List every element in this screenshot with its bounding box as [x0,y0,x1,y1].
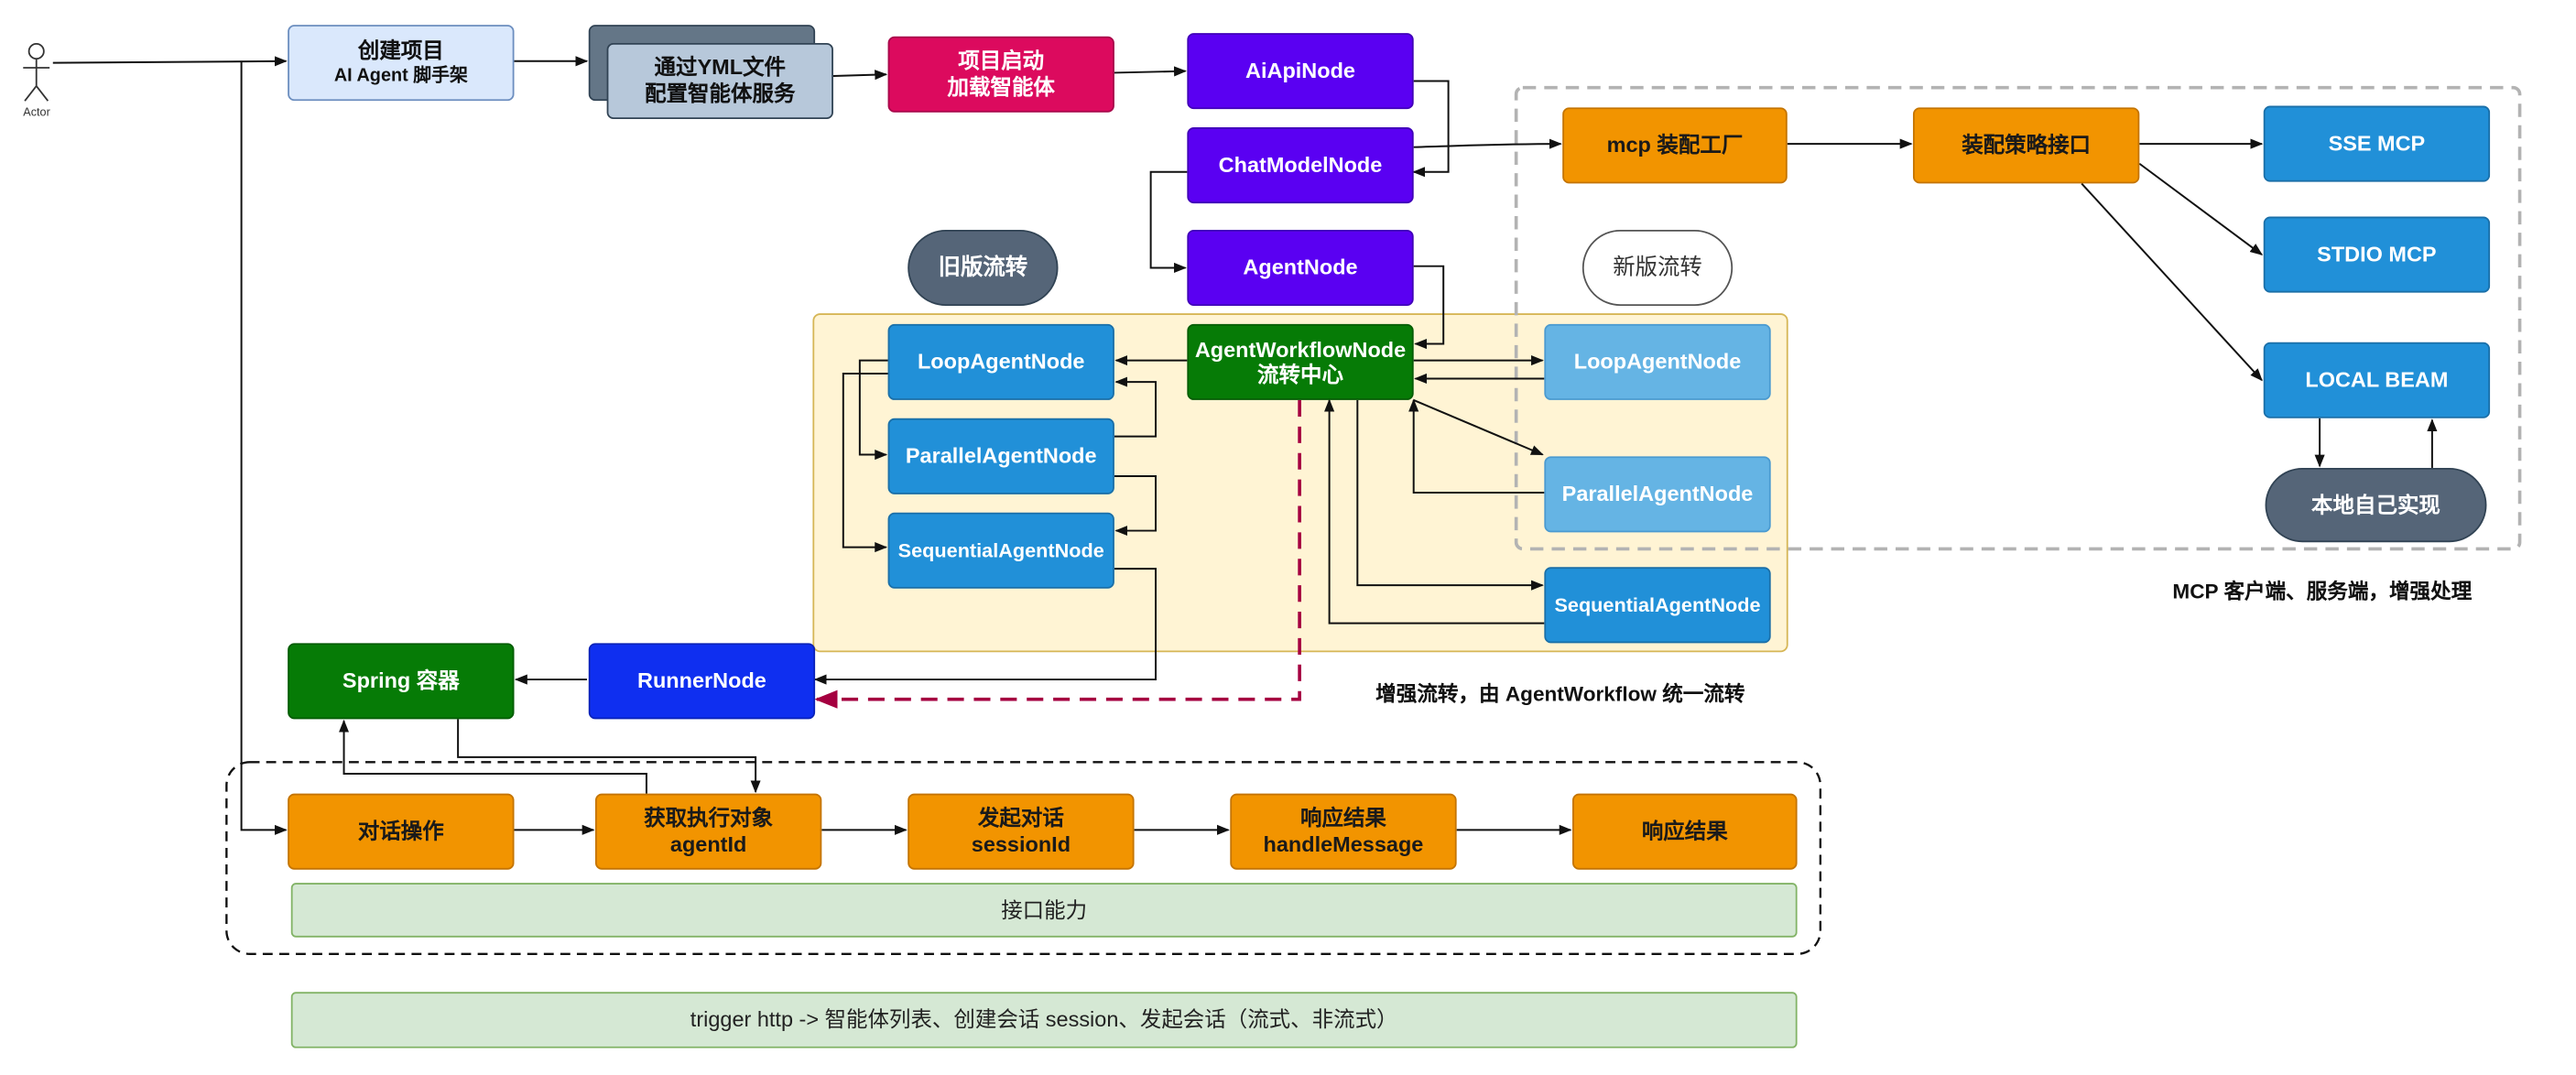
runner-label: RunnerNode [637,668,766,693]
yml-config-line1: 通过YML文件 [654,54,787,80]
arrow-chatmodel-factory [1413,138,1562,149]
old-sequential-label: SequentialAgentNode [897,538,1104,562]
new-sequential-label: SequentialAgentNode [1554,593,1761,617]
interface-region [225,761,1822,955]
strategy-label: 装配策略接口 [1962,132,2092,157]
chat-model-node: ChatModelNode [1187,127,1414,204]
new-loop-label: LoopAgentNode [1573,348,1742,375]
strategy-interface-node: 装配策略接口 [1912,107,2140,184]
stdio-label: STDIO MCP [2317,241,2437,266]
local-beam-node: LOCAL BEAM [2263,342,2491,418]
arrow-strategy-stdio [2138,162,2264,255]
old-parallel-agent-node: ParallelAgentNode [887,418,1114,494]
response-label: 响应结果 [1641,818,1728,843]
arrow-workflow-newsequential [1356,399,1544,591]
old-parallel-label: ParallelAgentNode [905,442,1097,468]
startup-line1: 项目启动 [958,48,1045,73]
self-impl-label: 本地自己实现 [2311,492,2440,517]
trigger-label: trigger http -> 智能体列表、创建会话 session、发起会话（… [690,1006,1398,1032]
get-exec-line1: 获取执行对象 [644,805,774,831]
mcp-factory-label: mcp 装配工厂 [1606,132,1744,157]
ai-api-label: AiApiNode [1245,58,1356,83]
new-sequential-agent-node: SequentialAgentNode [1544,567,1771,644]
create-project-node: 创建项目 AI Agent 脚手架 [288,25,515,102]
old-flow-tag-label: 旧版流转 [938,255,1028,280]
arrow-workflow-runner-return [814,399,1301,709]
agent-label: AgentNode [1243,255,1358,280]
workflow-center-node: AgentWorkflowNode 流转中心 [1187,323,1414,400]
old-loop-agent-node: LoopAgentNode [887,323,1114,400]
arrow-oldparallel-oldsequential [1114,474,1158,537]
new-parallel-label: ParallelAgentNode [1561,481,1754,506]
spring-container-node: Spring 容器 [288,643,515,720]
arrow-getexec-spring [338,719,647,794]
response-handle-line1: 响应结果 [1299,805,1386,831]
sse-label: SSE MCP [2328,130,2426,156]
arrow-actor-create [52,56,288,67]
workflow-line1: AgentWorkflowNode [1194,337,1407,363]
stdio-mcp-node: STDIO MCP [2263,216,2491,293]
actor-label: Actor [23,107,50,119]
arrow-oldparallel-oldloop [1114,376,1158,438]
get-exec-line2: agentId [669,831,747,857]
yml-config-node: 通过YML文件 配置智能体服务 [606,42,833,119]
trigger-http-bar: trigger http -> 智能体列表、创建会话 session、发起会话（… [290,992,1798,1048]
interface-capability-bar: 接口能力 [290,883,1798,938]
new-flow-caption: 增强流转，由 AgentWorkflow 统一流转 [1375,682,1745,706]
yml-config-line2: 配置智能体服务 [645,81,796,106]
arrow-actor-chat [240,60,288,835]
actor-figure [23,42,50,102]
runner-node: RunnerNode [588,643,816,720]
old-flow-tag: 旧版流转 [908,229,1059,307]
new-loop-agent-node: LoopAgentNode [1544,323,1771,400]
chat-op-label: 对话操作 [357,818,444,843]
ai-api-node: AiApiNode [1187,33,1414,110]
old-loop-label: LoopAgentNode [917,348,1085,375]
agent-node: AgentNode [1187,229,1414,307]
arrow-workflow-newparallel [1413,399,1544,456]
create-project-title: 创建项目 [357,38,444,63]
chat-model-label: ChatModelNode [1218,152,1383,178]
self-implementation-node: 本地自己实现 [2265,467,2487,543]
workflow-line2: 流转中心 [1257,362,1343,387]
arrow-oldloop-oldparallel [858,359,888,461]
arrow-newparallel-workflow [1408,398,1545,494]
mcp-caption: MCP 客户端、服务端，增强处理 [2172,580,2473,604]
new-flow-tag: 新版流转 [1581,229,1734,307]
sse-mcp-node: SSE MCP [2263,105,2491,182]
spring-label: Spring 容器 [342,668,460,693]
local-beam-label: LOCAL BEAM [2305,366,2449,392]
arrow-chatmodel-agent [1149,170,1188,274]
response-handle-node: 响应结果 handleMessage [1230,793,1457,870]
new-flow-tag-label: 新版流转 [1613,255,1702,280]
response-result-node: 响应结果 [1572,793,1798,870]
response-handle-line2: handleMessage [1263,831,1424,857]
create-project-subtitle: AI Agent 脚手架 [333,66,468,86]
arrow-spring-getexec [457,719,761,794]
arrow-agent-workflow [1413,265,1445,350]
start-chat-line2: sessionId [971,831,1071,857]
start-chat-node: 发起对话 sessionId [908,793,1135,870]
mcp-region [1514,85,2522,551]
capability-label: 接口能力 [1001,896,1088,922]
arrow-oldsequential-runner [813,568,1158,685]
mcp-factory-node: mcp 装配工厂 [1562,107,1788,184]
arrow-startup-aiapi [1114,66,1187,77]
arrow-yml-startup [832,70,888,81]
arrow-strategy-local [2081,182,2263,382]
start-chat-line1: 发起对话 [977,805,1064,831]
chat-operation-node: 对话操作 [288,793,515,870]
arrow-oldloop-oldsequential [842,373,888,553]
arrow-aiapi-chatmodel [1412,80,1450,178]
startup-node: 项目启动 加载智能体 [887,36,1114,113]
arrow-newsequential-workflow [1324,398,1545,624]
old-sequential-agent-node: SequentialAgentNode [887,512,1114,589]
new-parallel-agent-node: ParallelAgentNode [1544,456,1771,533]
startup-line2: 加载智能体 [947,74,1055,100]
get-exec-object-node: 获取执行对象 agentId [594,793,822,870]
